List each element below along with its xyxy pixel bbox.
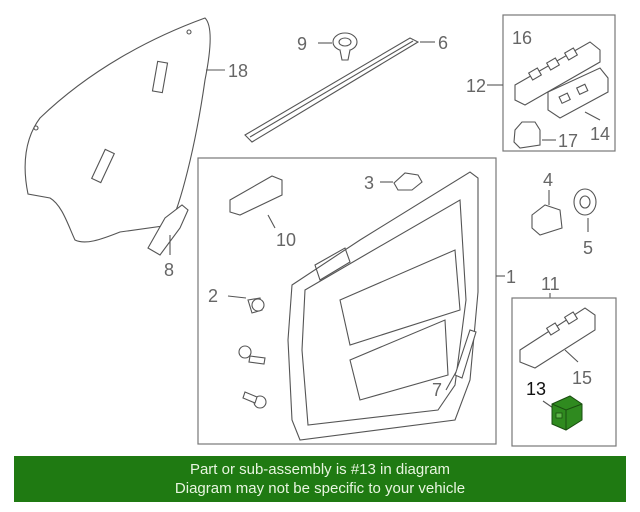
- callout-6: 6: [438, 33, 448, 53]
- callout-7: 7: [432, 380, 442, 400]
- bracket-part: 8: [147, 204, 189, 280]
- weatherstrip-part: 6: [244, 33, 448, 143]
- callout-16: 16: [512, 28, 532, 48]
- switch-assembly-box: 12 16 14 17: [466, 14, 616, 152]
- info-banner: Part or sub-assembly is #13 in diagram D…: [14, 456, 626, 502]
- callout-2: 2: [208, 286, 218, 306]
- door-trim-box: 1 10 3 2 7: [197, 157, 516, 445]
- callout-5: 5: [583, 238, 593, 258]
- callout-3: 3: [364, 173, 374, 193]
- callout-11: 11: [541, 274, 560, 294]
- callout-14: 14: [590, 124, 610, 144]
- clip-part: 9: [297, 32, 358, 61]
- callout-8: 8: [164, 260, 174, 280]
- window-switch-box: 11 15 13: [511, 274, 617, 447]
- callout-13: 13: [526, 379, 546, 399]
- door-glass-part: 18: [24, 17, 248, 243]
- callout-12: 12: [466, 76, 486, 96]
- callout-18: 18: [228, 61, 248, 81]
- callout-9: 9: [297, 34, 307, 54]
- banner-line-1: Part or sub-assembly is #13 in diagram: [189, 461, 451, 478]
- callout-17: 17: [558, 131, 578, 151]
- callout-15: 15: [572, 368, 592, 388]
- callout-10: 10: [276, 230, 296, 250]
- callout-4: 4: [543, 170, 553, 190]
- callout-1: 1: [506, 267, 516, 287]
- banner-line-2: Diagram may not be specific to your vehi…: [174, 480, 466, 497]
- handle-parts: 4 5: [531, 170, 597, 258]
- highlighted-part-13: [551, 395, 583, 431]
